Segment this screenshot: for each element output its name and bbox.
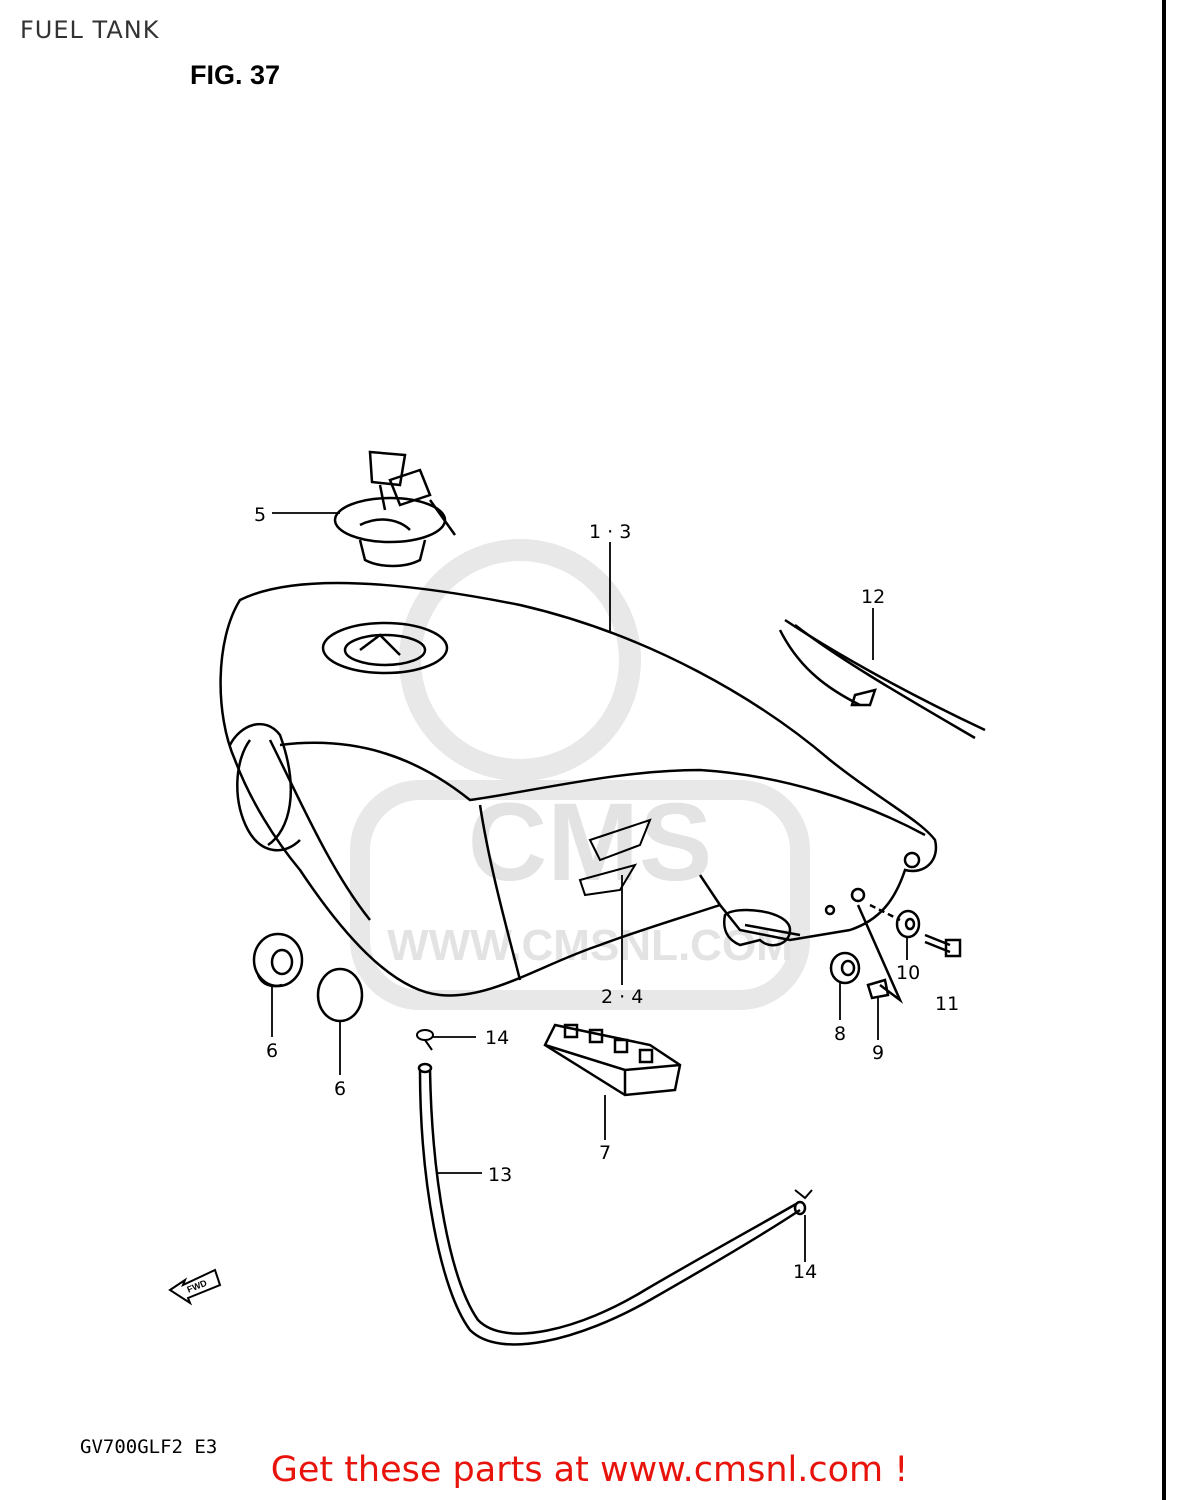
page-title: FUEL TANK (20, 16, 160, 44)
figure-label: FIG. 37 (190, 60, 281, 90)
callout-10: 10 (896, 962, 920, 984)
callout-11: 11 (935, 993, 959, 1015)
callout-6a: 6 (266, 1040, 278, 1062)
forward-direction-marker: FWD (168, 1268, 222, 1306)
callout-8: 8 (834, 1023, 846, 1045)
watermark-brand: CMS (468, 781, 712, 904)
callout-7: 7 (599, 1142, 611, 1164)
callout-14b: 14 (793, 1261, 817, 1283)
callout-9: 9 (872, 1042, 884, 1064)
callout-numbers: 5 1 · 3 12 2 · 4 6 6 14 7 13 8 9 10 11 1… (254, 504, 959, 1283)
mounting-hardware-part (829, 903, 962, 1004)
callout-14a: 14 (485, 1027, 509, 1049)
watermark: CMS WWW.CMSNL.COM (350, 539, 810, 1010)
cushion-part (252, 932, 364, 1023)
callout-6b: 6 (334, 1078, 346, 1100)
hose-clip-part (416, 1029, 813, 1200)
tank-seal-strip-part (778, 618, 986, 740)
page-border-line (1162, 0, 1166, 1500)
callout-2-4: 2 · 4 (601, 986, 643, 1008)
callout-5: 5 (254, 504, 266, 526)
callout-1-3: 1 · 3 (589, 521, 631, 543)
fuel-tank-part (219, 581, 938, 997)
rubber-cushion-part (543, 1023, 682, 1097)
callout-13: 13 (488, 1164, 512, 1186)
fuel-cap-part (333, 450, 457, 568)
fuel-hose-part (417, 1062, 807, 1346)
model-code: GV700GLF2 E3 (80, 1436, 218, 1458)
footer-parts-link[interactable]: Get these parts at www.cmsnl.com ! (270, 1450, 909, 1490)
leader-lines (271, 512, 908, 1262)
callout-12: 12 (861, 586, 885, 608)
watermark-url: WWW.CMSNL.COM (387, 921, 793, 970)
